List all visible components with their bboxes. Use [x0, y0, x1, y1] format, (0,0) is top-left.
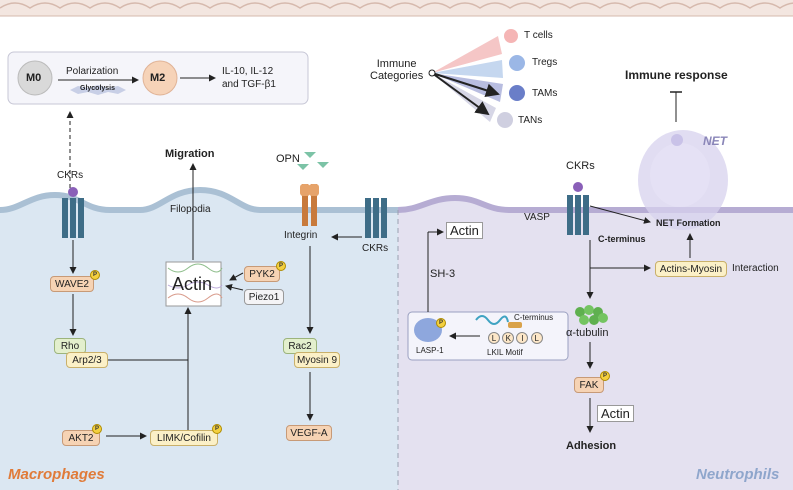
neutrophil-membrane [397, 194, 793, 213]
t-cells-label: T cells [524, 30, 553, 41]
macrophages-label: Macrophages [8, 466, 105, 483]
lkil-letters: L K I L [488, 332, 543, 344]
macrophage-cell [0, 190, 398, 490]
treg-icon [509, 55, 525, 71]
cytokines-line-1: IL-10, IL-12 [222, 66, 274, 77]
tubulin-icon [575, 305, 608, 325]
tubulin-label: α-tubulin [566, 327, 609, 339]
phospho-badge: P [92, 424, 102, 434]
lasp1-label: LASP-1 [416, 346, 444, 355]
phospho-badge: P [212, 424, 222, 434]
opn-label: OPN [276, 153, 300, 165]
glycolysis-burst [70, 85, 126, 95]
c-terminus-coil [475, 315, 509, 325]
ckr-receptor-neutrophil [567, 182, 589, 235]
m2-label: M2 [150, 72, 166, 84]
m0-label: M0 [26, 72, 42, 84]
fak-node: FAK [574, 377, 604, 393]
ckrs-right-label: CKRs [362, 243, 389, 254]
phospho-badge: P [90, 270, 100, 280]
arp-node: Arp2/3 [66, 352, 108, 368]
phospho-badge: P [600, 371, 610, 381]
tan-icon [497, 112, 513, 128]
vasp-label: VASP [524, 212, 550, 223]
c-terminus-box-label: C-terminus [514, 313, 554, 322]
myosin9-node: Myosin 9 [294, 352, 340, 368]
phospho-badge: P [276, 261, 286, 271]
c-terminus-label: C-terminus [598, 234, 646, 244]
opn-molecules [297, 152, 329, 170]
akt2-node: AKT2 [62, 430, 100, 446]
ckr-receptor-right [365, 198, 387, 238]
migration-label: Migration [165, 148, 215, 160]
lkil-letter: L [530, 332, 543, 344]
piezo1-node: Piezo1 [244, 289, 284, 305]
tams-label: TAMs [532, 88, 558, 99]
filopodia-label: Filopodia [170, 204, 211, 215]
vegfa-node: VEGF-A [286, 425, 332, 441]
tam-icon [509, 85, 525, 101]
tissue-border [0, 0, 793, 17]
wave2-node: WAVE2 [50, 276, 94, 292]
lkil-letter: L [488, 332, 500, 344]
net-formation-label: NET Formation [656, 218, 721, 228]
sh3-label: SH-3 [430, 268, 456, 280]
immune-title-2: Categories [370, 70, 424, 82]
ckrs-neutrophil-label: CKRs [566, 160, 595, 172]
adhesion-label: Adhesion [566, 440, 617, 452]
lkil-motif-label: LKIL Motif [487, 348, 523, 357]
immune-title-1: Immune [376, 58, 417, 70]
actin-label: Actin [172, 274, 213, 294]
polarization-label: Polarization [66, 66, 119, 77]
interaction-label: Interaction [732, 263, 779, 274]
m2-cell-icon [142, 60, 178, 96]
ckr-receptor-left [62, 187, 84, 238]
integrin-receptor [300, 184, 319, 226]
immune-categories-title: Immune Categories [370, 58, 423, 82]
actin-bottom-label: Actin [597, 405, 634, 422]
pyk2-node: PYK2 [244, 266, 280, 282]
lasp1-protein [414, 318, 442, 342]
tans-label: TANs [518, 115, 543, 126]
lkil-letter: I [516, 332, 529, 344]
actin-top-label: Actin [446, 222, 483, 239]
m0-cell-icon [17, 60, 53, 96]
net-label: NET [703, 134, 727, 148]
integrin-label: Integrin [284, 230, 318, 241]
neutrophils-label: Neutrophils [696, 466, 780, 483]
macrophage-membrane [0, 186, 398, 213]
phospho-badge: P [436, 318, 446, 328]
immune-fan [428, 36, 503, 122]
immune-response-label: Immune response [625, 68, 728, 82]
actin-filament-box [165, 261, 222, 307]
glycolysis-label: Glycolysis [80, 85, 116, 92]
limk-cofilin-node: LIMK/Cofilin [150, 430, 218, 446]
tregs-label: Tregs [532, 57, 558, 68]
cytokines-line-2: and TGF-β1 [222, 79, 276, 90]
lkil-letter: K [502, 332, 515, 344]
actins-myosin-node: Actins-Myosin [655, 261, 727, 277]
ckrs-left-label: CKRs [57, 170, 84, 181]
t-cell-icon [504, 29, 518, 43]
